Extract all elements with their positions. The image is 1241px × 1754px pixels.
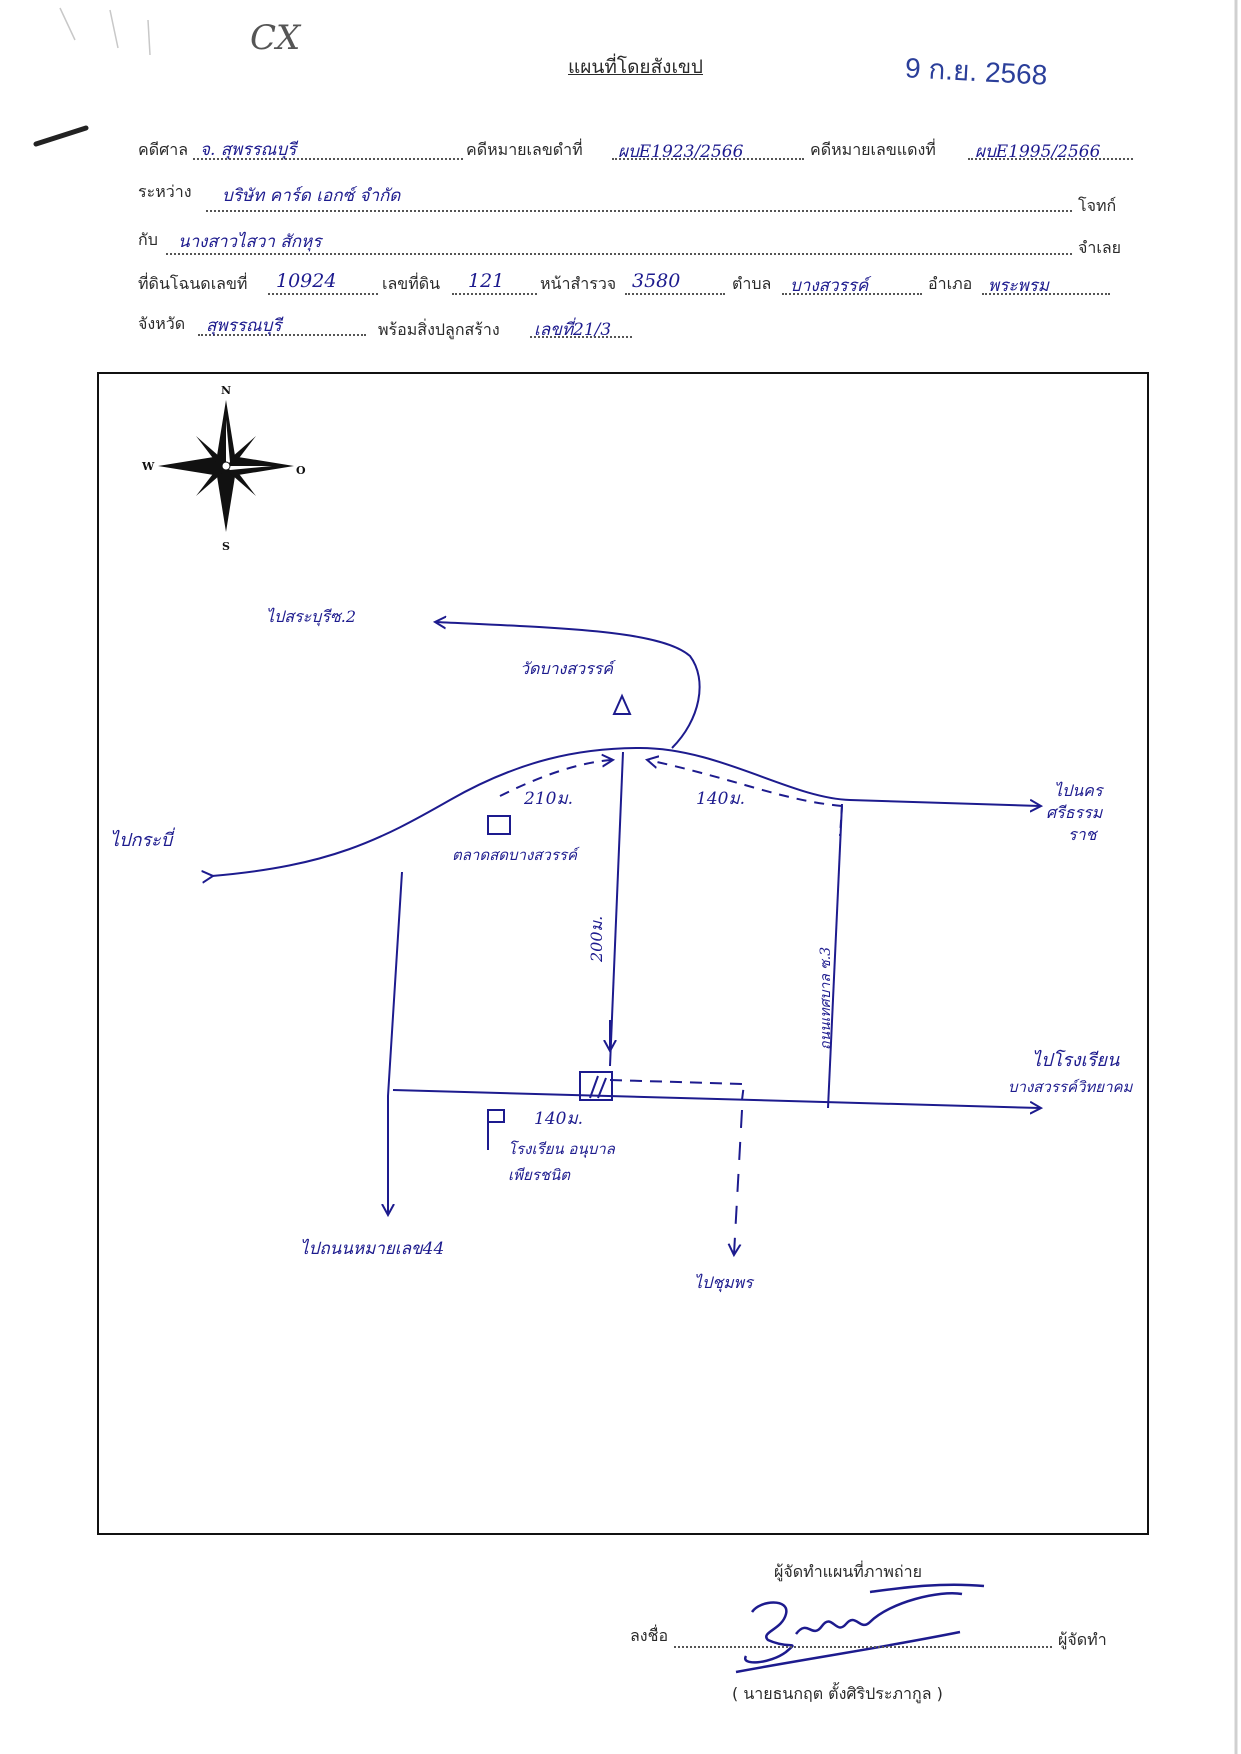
district-dotline [982,293,1110,295]
with-dotline [166,253,1072,255]
district-value: พระพรม [988,276,1050,296]
survey-page-label: หน้าสำรวจ [540,274,617,293]
survey-page-dotline [625,293,725,295]
soi3-road [827,803,843,1109]
dash-210m [499,760,612,797]
subdistrict-dotline [782,293,922,295]
label-140m-top: 140ม. [696,789,745,809]
signer-role: ผู้จัดทำ [1058,1630,1107,1649]
page-title: แผนที่โดยสังเขป [568,56,703,78]
survey-page-value: 3580 [632,270,681,292]
black-case-value: ผบE1923/2566 [618,142,744,162]
label-to-soi2: ไปสระบุรีซ.2 [266,607,356,627]
temple-icon [612,693,632,715]
black-case-dotline [612,158,804,160]
land-no-dotline [452,293,537,295]
with-label: กับ [138,230,158,249]
building-dotline [530,336,632,338]
court-label: คดีศาล [138,140,189,159]
building-label: พร้อมสิ่งปลูกสร้าง [378,320,500,339]
between-label: ระหว่าง [138,182,192,201]
label-to-highway: ไปถนนหมายเลข44 [300,1238,444,1259]
province-dotline [198,334,366,336]
subdistrict-value: บางสวรรค์ [790,276,869,296]
label-to-east-2: ศรีธรรม [1046,803,1104,822]
label-to-east-3: ราช [1068,825,1099,844]
black-case-label: คดีหมายเลขดำที่ [466,140,583,159]
road-to-soi2 [436,622,701,749]
line-200m [609,751,624,1067]
deed-dotline [268,293,378,295]
signature-image [735,1583,985,1674]
court-value: จ. สุพรรณบุรี [200,140,297,160]
land-no-label: เลขที่ดิน [382,274,441,293]
red-case-value: ผบE1995/2566 [975,142,1101,162]
label-school-1: โรงเรียน อนุบาล [508,1140,616,1158]
label-to-east-1: ไปนคร [1054,781,1105,800]
red-case-dotline [968,158,1133,160]
label-to-chumphon: ไปชุมพร [694,1273,755,1293]
bottom-road [392,1089,1040,1108]
main-road [212,746,1040,876]
label-market: ตลาดสดบางสวรรค์ [452,846,580,864]
label-200m: 200ม. [587,916,606,963]
map-frame [97,372,1149,1535]
building-value: เลขที่21/3 [534,320,612,340]
signer-name: ( นายธนกฤต ตั้งศิริประภากูล ) [732,1684,943,1703]
dash-140m-bottom [609,1079,746,1101]
market-icon [487,815,511,835]
province-label: จังหวัด [138,314,186,333]
district-label: อำเภอ [928,274,973,293]
label-to-west: ไปกระบี่ [110,827,175,851]
compass-s: S [222,540,230,553]
school-plot-icon [579,1071,613,1101]
compass-rose-icon: N S W O [141,384,306,553]
land-no-value: 121 [468,270,505,292]
red-case-label: คดีหมายเลขแดงที่ [810,140,936,159]
subdistrict-label: ตำบล [732,274,772,293]
label-to-school-2: บางสวรรค์วิทยาคม [1008,1078,1134,1096]
between-value: บริษัท คาร์ด เอกซ์ จำกัด [222,186,401,206]
label-to-school-1: ไปโรงเรียน [1032,1049,1120,1071]
dash-to-chumphon [734,1109,743,1254]
west-road [388,871,403,1214]
label-140m-bottom: 140ม. [534,1109,583,1129]
plaintiff-label: โจทก์ [1078,196,1117,215]
court-dotline [193,158,463,160]
label-210m: 210ม. [523,789,573,809]
scribble-mark: CX [250,18,301,58]
map-maker-label: ผู้จัดทำแผนที่ภาพถ่าย [774,1562,922,1581]
signature-dotline [674,1646,1052,1648]
label-school-2: เพียรชนิต [508,1166,571,1184]
defendant-label: จำเลย [1078,238,1122,257]
label-soi3: ถนนเทศบาล ซ.3 [818,947,834,1050]
with-value: นางสาวไสวา สักหุร [178,232,322,252]
compass-n: N [221,384,231,397]
compass-w: W [141,460,155,473]
deed-label: ที่ดินโฉนดเลขที่ [138,274,248,293]
deed-value: 10924 [276,270,337,292]
dash-140m-top [648,760,843,807]
label-temple: วัดบางสวรรค์ [520,659,616,678]
school-flag-icon [487,1109,505,1123]
compass-e: O [296,464,306,477]
sign-label: ลงชื่อ [630,1626,669,1645]
province-value: สุพรรณบุรี [206,316,282,336]
between-dotline [206,210,1072,212]
